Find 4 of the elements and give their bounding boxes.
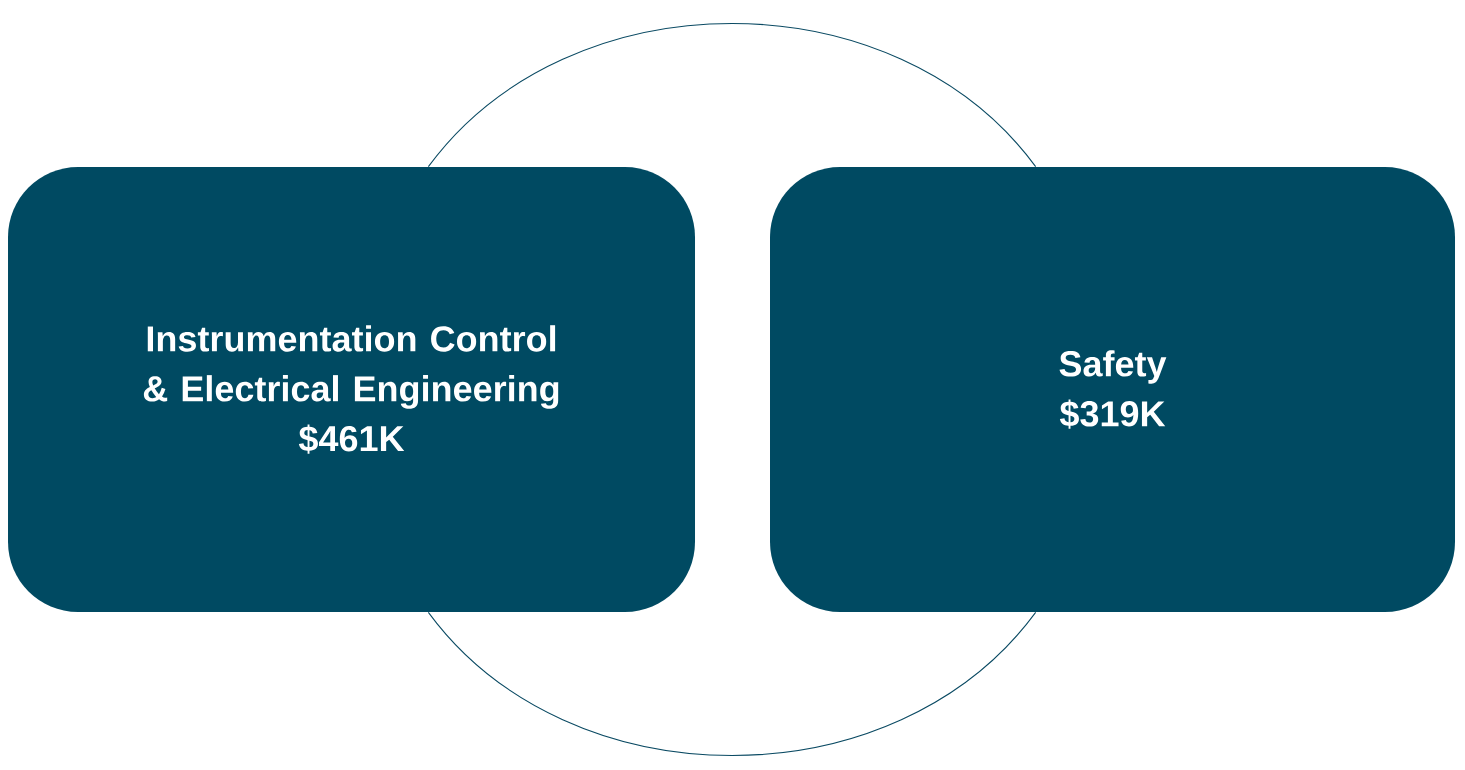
connector-arc <box>427 611 1037 756</box>
rounded-box: Safety $319K <box>770 167 1455 612</box>
rounded-box: Instrumentation Control & Electrical Engineering $461K <box>8 167 695 612</box>
connector-arc <box>427 22 1037 168</box>
